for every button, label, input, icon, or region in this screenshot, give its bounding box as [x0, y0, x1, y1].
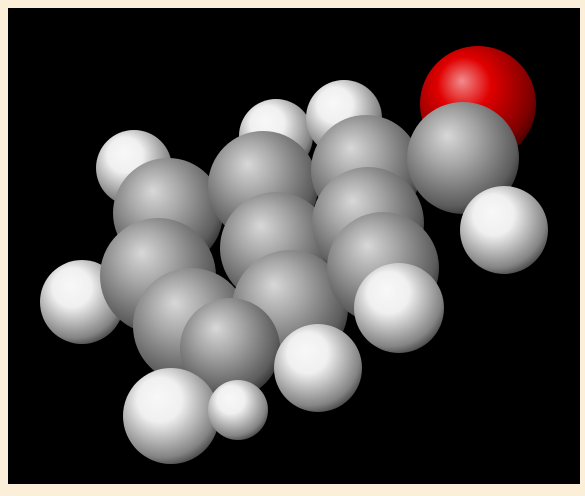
carbon-atom-10: [180, 298, 280, 398]
hydrogen-atom-9: [208, 380, 268, 440]
hydrogen-atom-7: [274, 324, 362, 412]
space-filling-molecule-model: [8, 8, 580, 484]
hydrogen-atom-8: [123, 368, 219, 464]
hydrogen-atom-5: [460, 186, 548, 274]
carbon-atom-6: [407, 102, 519, 214]
molecule-viewport: [8, 8, 580, 484]
atoms-layer: [40, 46, 548, 464]
hydrogen-atom-6: [354, 263, 444, 353]
